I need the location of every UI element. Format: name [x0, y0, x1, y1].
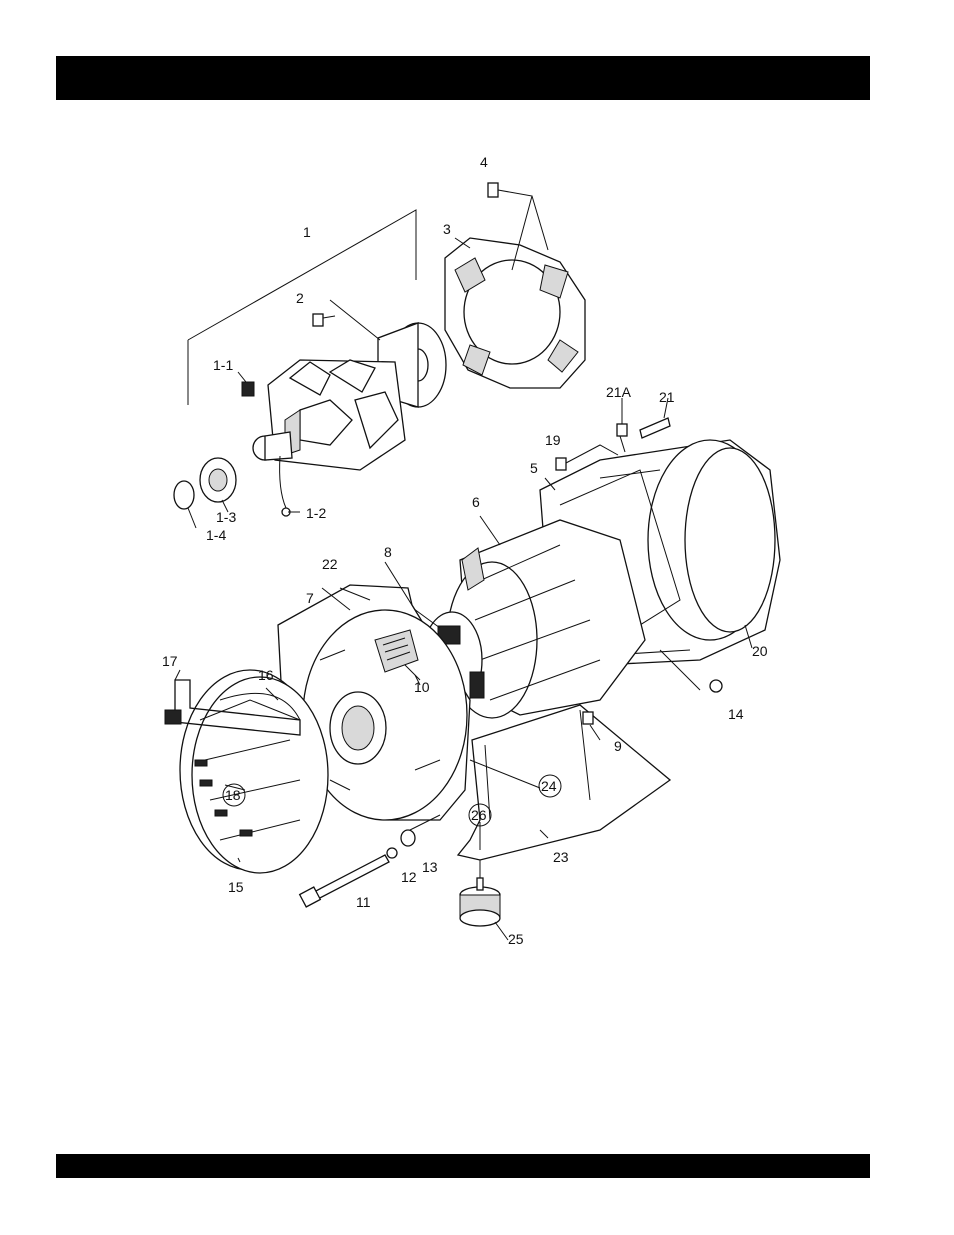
callout-7: 7 — [306, 590, 314, 606]
callout-3: 3 — [443, 221, 451, 237]
callout-13: 13 — [422, 859, 438, 875]
callout-21: 21 — [659, 389, 675, 405]
callout-24: 24 — [541, 778, 557, 794]
callout-21a: 21A — [606, 384, 632, 400]
flywheel-cover — [165, 670, 328, 873]
callout-8: 8 — [384, 544, 392, 560]
callout-1-2: 1-2 — [306, 505, 326, 521]
cooling-fan — [445, 183, 585, 388]
callout-18: 18 — [225, 787, 241, 803]
callout-4: 4 — [480, 154, 488, 170]
callout-5: 5 — [530, 460, 538, 476]
callout-17: 17 — [162, 653, 178, 669]
callout-1: 1 — [303, 224, 311, 240]
callout-12: 12 — [401, 869, 417, 885]
callout-20: 20 — [752, 643, 768, 659]
callout-10: 10 — [414, 679, 430, 695]
callout-15: 15 — [228, 879, 244, 895]
callout-6: 6 — [472, 494, 480, 510]
callout-2: 2 — [296, 290, 304, 306]
callout-23: 23 — [553, 849, 569, 865]
callout-14: 14 — [728, 706, 744, 722]
callout-26: 26 — [471, 807, 487, 823]
callout-1-1: 1-1 — [213, 357, 233, 373]
callout-9: 9 — [614, 738, 622, 754]
callout-22: 22 — [322, 556, 338, 572]
callout-11: 11 — [356, 894, 371, 910]
callout-1-3: 1-3 — [216, 509, 236, 525]
callout-25: 25 — [508, 931, 524, 947]
callout-16: 16 — [258, 667, 274, 683]
callout-19: 19 — [545, 432, 561, 448]
callout-1-4: 1-4 — [206, 527, 226, 543]
